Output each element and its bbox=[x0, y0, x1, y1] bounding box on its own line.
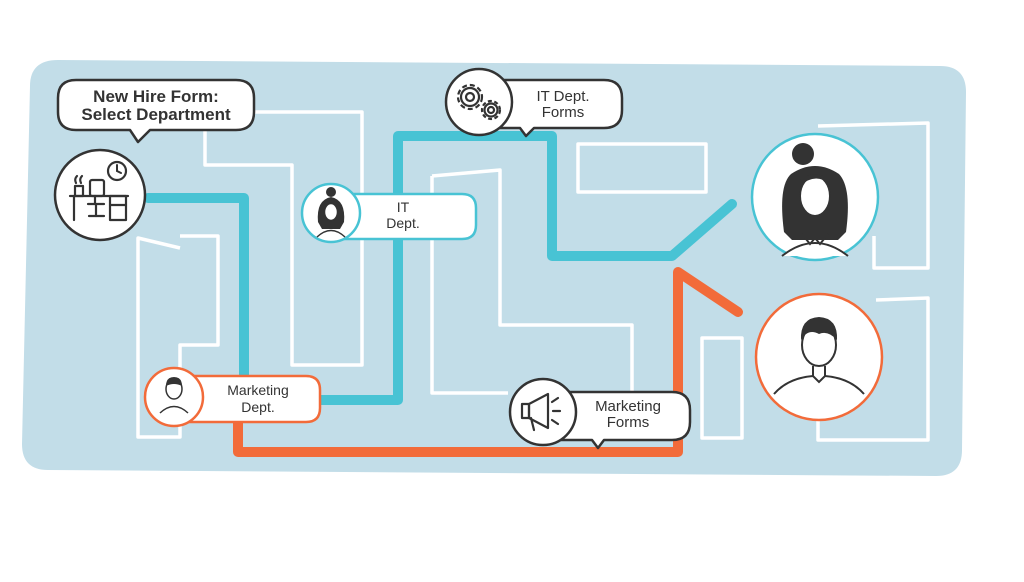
it-dept-bubble: IT Dept. bbox=[300, 182, 478, 244]
megaphone-icon bbox=[520, 392, 562, 432]
it-forms-label-line1: IT Dept. bbox=[536, 88, 589, 105]
marketing-dept-label-line2: Dept. bbox=[241, 399, 274, 415]
gears-icon bbox=[456, 83, 502, 121]
woman-avatar-icon bbox=[781, 143, 849, 257]
maze-rect-right-top bbox=[817, 121, 930, 270]
new-hire-form-title: New Hire Form: bbox=[93, 87, 219, 106]
it-forms-label-line2: Forms bbox=[542, 104, 585, 121]
woman-avatar-icon bbox=[316, 187, 346, 238]
marketing-dept-bubble: Marketing Dept. bbox=[143, 366, 322, 428]
maze-rect-right-bottom bbox=[816, 296, 930, 442]
marketing-forms-label-line1: Marketing bbox=[595, 398, 661, 415]
man-avatar-icon bbox=[773, 317, 865, 395]
clock-icon bbox=[106, 160, 128, 182]
desk-icon bbox=[68, 174, 130, 222]
it-employee-avatar bbox=[750, 132, 880, 262]
man-avatar-icon bbox=[159, 377, 189, 414]
it-path bbox=[143, 131, 737, 405]
maze-rect-small bbox=[700, 336, 744, 440]
marketing-employee-avatar bbox=[754, 292, 884, 422]
it-dept-label-line1: IT bbox=[397, 199, 410, 215]
it-forms-bubble: IT Dept. Forms bbox=[444, 67, 624, 138]
maze-rect-top bbox=[576, 142, 708, 194]
marketing-forms-label-line2: Forms bbox=[607, 414, 650, 431]
desk-node bbox=[53, 148, 147, 242]
it-dept-label-line2: Dept. bbox=[386, 215, 419, 231]
new-hire-form-subtitle: Select Department bbox=[81, 105, 231, 124]
marketing-forms-bubble: Marketing Forms bbox=[508, 377, 692, 450]
marketing-dept-label-line1: Marketing bbox=[227, 382, 288, 398]
new-hire-form-bubble: New Hire Form: Select Department bbox=[56, 78, 256, 144]
